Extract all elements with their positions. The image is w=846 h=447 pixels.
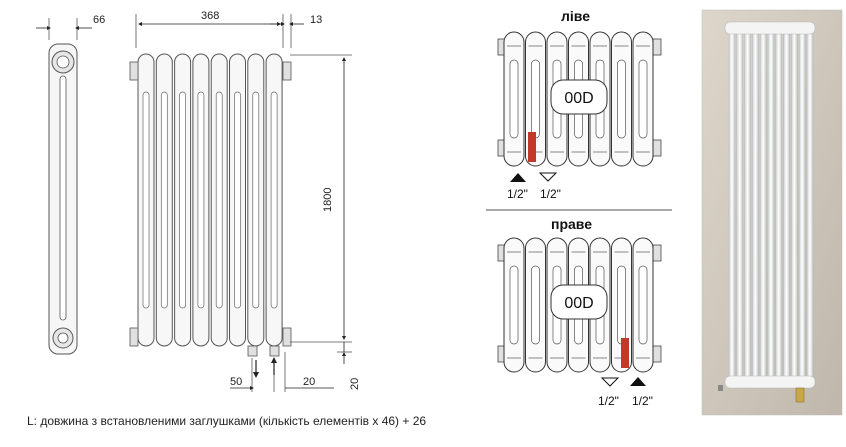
radiator-column [247,53,265,347]
radiator-tube [752,25,759,385]
right-inlet-label: 1/2" [632,394,653,408]
radiator-column [503,31,525,167]
radiator-column [632,31,654,167]
side-view: 66 [36,14,105,355]
inlet-arrow-icon [510,173,526,182]
radiator-tube [736,25,743,385]
radiator-tube [775,25,782,385]
radiator-column [632,237,654,373]
radiator-tube [760,25,767,385]
radiator-tube [799,25,806,385]
length-dimension-label: 368 [201,10,219,22]
radiator-tube [744,25,751,385]
radiator-column [192,53,210,347]
radiator-column [210,53,228,347]
right-outlet-label: 1/2" [598,394,619,408]
left-variant-code: 00D [564,90,593,107]
left-valve-marker [528,132,536,162]
offset-dimension-label: 13 [310,14,322,26]
radiator-column [611,31,632,167]
left-variant-diagram: ліве 00D 1/2" 1/2" [497,8,662,201]
left-inlet-label: 1/2" [507,187,528,201]
pipe-offset-label: 50 [230,376,242,388]
inlet-arrow-icon [630,377,646,386]
right-variant-code: 00D [564,295,593,312]
radiator-columns [137,53,283,347]
valve-icon [795,387,805,403]
depth-dimension-label: 66 [93,14,105,26]
radiator-column [525,237,546,373]
radiator-column [229,53,246,347]
radiator-tube [806,25,814,385]
radiator-column [155,53,173,347]
outlet-arrow-icon [600,377,620,387]
radiator-column [174,53,192,347]
radiator-tube [728,25,736,385]
left-variant-title: ліве [561,8,590,24]
bottom-gap-label: 20 [303,376,315,388]
radiator-tube [783,25,790,385]
left-outlet-label: 1/2" [540,187,561,201]
radiator-tube [767,25,775,385]
radiator-column [503,237,525,373]
right-valve-marker [621,338,629,368]
outlet-arrow-icon [538,172,558,182]
bottom-vertical-label: 20 [349,378,361,390]
right-variant-diagram: праве 00D 1/2" 1/2" [497,216,662,408]
radiator-column [265,53,283,347]
radiator-column [137,53,155,347]
length-formula-caption: L: довжина з встановленими заглушками (к… [27,414,427,428]
radiator-tube [791,25,798,385]
height-dimension-label: 1800 [322,188,334,212]
radiator-photo [701,9,843,416]
front-view: 368 13 1800 50 20 20 [129,10,361,392]
right-variant-title: праве [551,216,592,232]
